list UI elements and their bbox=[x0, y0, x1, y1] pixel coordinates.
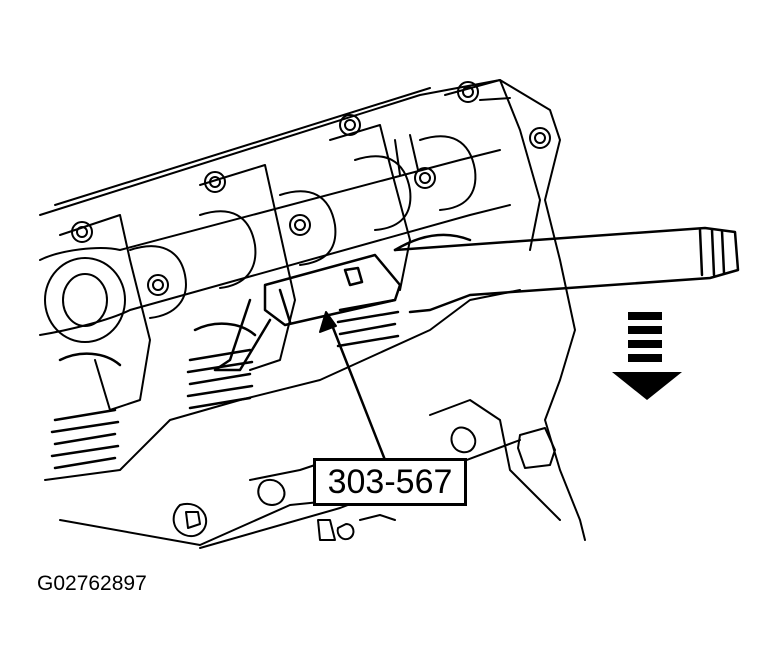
leader-arrowhead bbox=[319, 311, 337, 333]
tool-callout-label: 303-567 bbox=[313, 458, 467, 506]
camshaft bbox=[39, 134, 511, 343]
down-arrow-icon bbox=[612, 312, 682, 400]
special-tool-303-567 bbox=[213, 226, 740, 372]
callout-leader bbox=[328, 318, 387, 462]
bearing-caps bbox=[59, 79, 551, 411]
figure-id: G02762897 bbox=[37, 572, 147, 595]
bolt-heads bbox=[71, 81, 551, 296]
valve-springs bbox=[50, 298, 400, 470]
tool-number: 303-567 bbox=[327, 462, 453, 501]
